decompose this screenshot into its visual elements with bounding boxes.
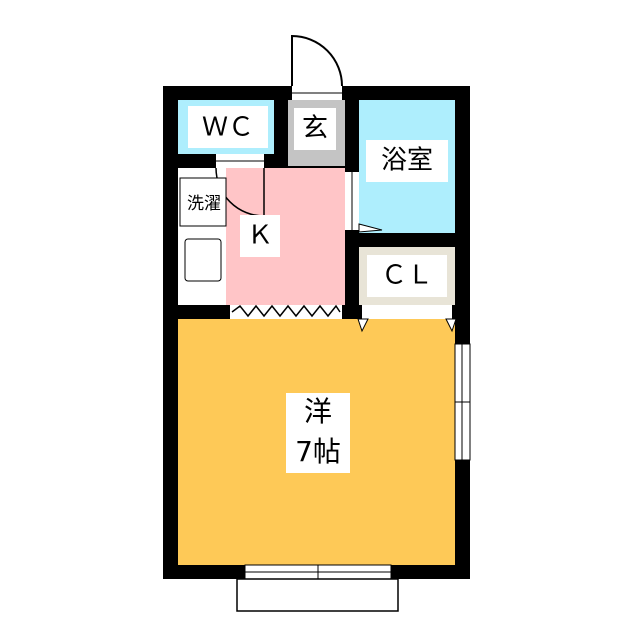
label-closet: ＣＬ xyxy=(381,261,433,291)
label-kitchen: Ｋ xyxy=(247,221,273,251)
balcony xyxy=(236,578,399,612)
label-genkan: 玄 xyxy=(302,114,328,144)
label-bath: 浴室 xyxy=(381,146,433,176)
label-laundry: 洗濯 xyxy=(187,194,221,214)
entrance-door-swing xyxy=(291,34,343,87)
label-western-size: 7帖 xyxy=(295,435,341,468)
washer-area xyxy=(179,177,227,227)
label-wc: ＷＣ xyxy=(202,113,254,143)
kitchen-sink xyxy=(184,238,222,282)
label-western: 洋 xyxy=(304,395,332,428)
closet-door-opening xyxy=(362,305,452,319)
fold-door-zigzag xyxy=(231,304,341,318)
